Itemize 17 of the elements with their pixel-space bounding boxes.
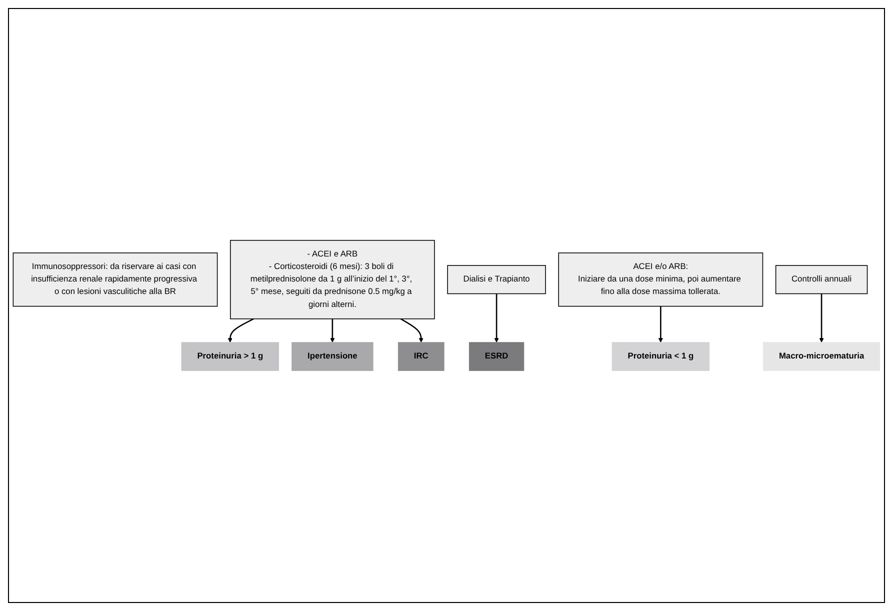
arrow [228, 318, 254, 343]
node-box: - ACEI e ARB - Corticosteroidi (6 mesi): 3 boli di metilprednisolone da 1 g all’inizio del 1°, 3°, 5° mese, seguiti da prednisone 0.5 mg/kg a giorni alterni. [230, 240, 435, 320]
node-box: Immunosoppressori: da riservare ai casi con insufficienza renale rapidamente progressiva o con lesioni vasculitiche alla BR [12, 252, 218, 307]
arrow [400, 318, 424, 343]
node-box: Controlli annuali [775, 265, 868, 294]
arrow [658, 306, 663, 343]
node-box: Macro-microematuria [762, 342, 880, 371]
arrow [330, 318, 335, 343]
node-box: IRC [398, 342, 444, 371]
node-box: ACEI e/o ARB: Iniziare da una dose minima, poi aumentare fino alla dose massima tollerata. [558, 252, 764, 307]
node-box: ESRD [468, 342, 524, 371]
arrow [819, 294, 824, 343]
node-box: Proteinuria < 1 g [612, 342, 710, 371]
node-box: Ipertensione [292, 342, 374, 371]
arrow [494, 294, 499, 343]
node-box: Proteinuria > 1 g [181, 342, 280, 371]
node-box: Dialisi e Trapianto [447, 265, 546, 294]
